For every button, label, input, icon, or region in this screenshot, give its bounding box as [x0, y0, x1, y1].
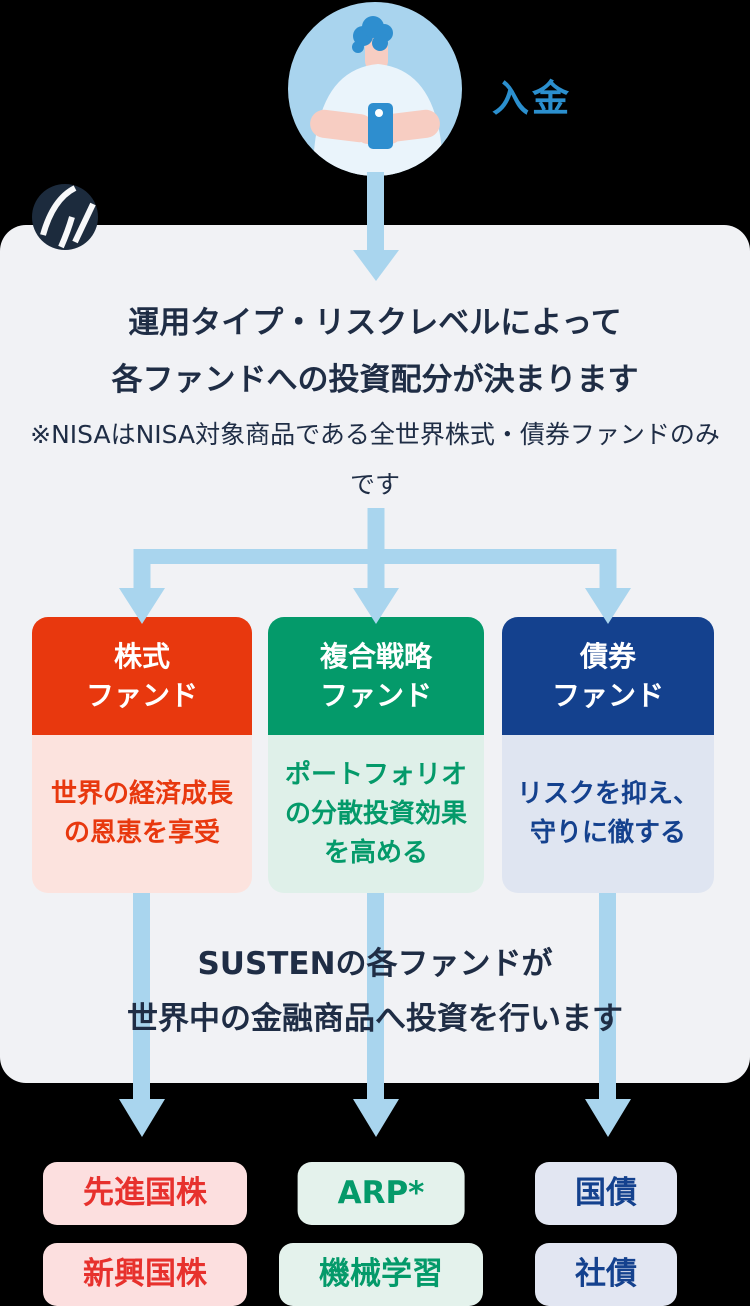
- susten-logo-icon: [32, 184, 98, 250]
- person-holding-phone-icon: [288, 2, 462, 176]
- deposit-label: 入金: [492, 77, 572, 120]
- product-chip-arp: ARP*: [297, 1162, 465, 1225]
- phone-camera-dot: [375, 109, 383, 117]
- nisa-note: ※NISAはNISA対象商品である全世界株式・債券ファンドのみです: [30, 420, 720, 499]
- product-chip-emerging-equities: 新興国株: [43, 1243, 247, 1306]
- top-flow-arrow-head: [353, 250, 399, 281]
- bottom-arrow-head-3: [585, 1099, 631, 1137]
- fund-description-multistrategy: ポートフォリオ の分散投資効果 を高める: [268, 735, 484, 893]
- investment-statement: SUSTENの各ファンドが 世界中の金融商品へ投資を行います: [0, 937, 750, 1047]
- statement-line-2: 世界中の金融商品へ投資を行います: [127, 1001, 623, 1037]
- top-flow-arrow-shaft: [367, 172, 384, 252]
- fund-header-equity: 株式 ファンド: [32, 617, 252, 735]
- product-chip-government-bonds: 国債: [535, 1162, 677, 1225]
- fund-description-bond: リスクを抑え、 守りに徹する: [502, 735, 714, 893]
- bottom-arrow-shaft-2: [367, 893, 384, 1099]
- title-line-1: 運用タイプ・リスクレベルによって: [128, 305, 622, 341]
- diagram-title: 運用タイプ・リスクレベルによって 各ファンドへの投資配分が決まります: [0, 295, 750, 409]
- statement-line-1: SUSTENの各ファンドが: [197, 946, 553, 982]
- fund-header-multistrategy: 複合戦略 ファンド: [268, 617, 484, 735]
- avatar-hair-and-phone: [352, 16, 393, 149]
- bottom-arrow-shaft-1: [133, 893, 150, 1099]
- fund-header-bond: 債券 ファンド: [502, 617, 714, 735]
- product-chip-developed-equities: 先進国株: [43, 1162, 247, 1225]
- fund-description-equity: 世界の経済成長 の恩恵を享受: [32, 735, 252, 893]
- bottom-arrow-head-2: [353, 1099, 399, 1137]
- product-chip-corporate-bonds: 社債: [535, 1243, 677, 1306]
- branch-connector-arrows: [119, 508, 631, 624]
- title-line-2: 各ファンドへの投資配分が決まります: [111, 362, 639, 398]
- bottom-arrow-shaft-3: [599, 893, 616, 1099]
- product-chip-machine-learning: 機械学習: [279, 1243, 483, 1306]
- bottom-arrow-head-1: [119, 1099, 165, 1137]
